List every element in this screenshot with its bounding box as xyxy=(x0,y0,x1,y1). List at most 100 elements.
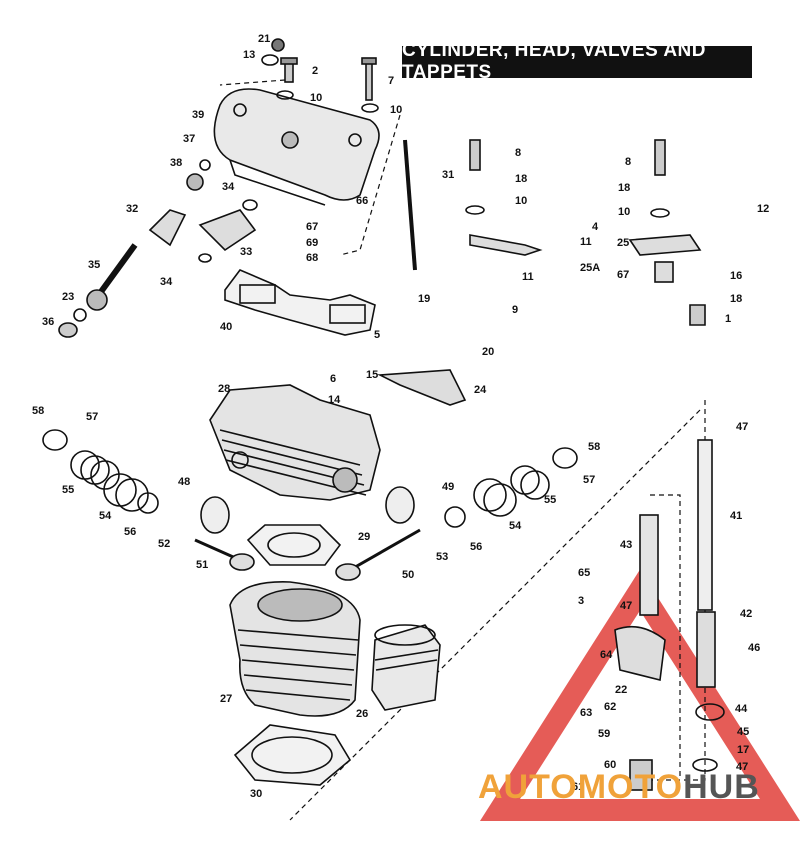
part-label: 69 xyxy=(306,237,318,249)
tappet-guide xyxy=(614,439,725,791)
part-label: 10 xyxy=(618,206,630,218)
part-label: 42 xyxy=(740,608,752,620)
part-label: 30 xyxy=(250,788,262,800)
part-label: 10 xyxy=(310,92,322,104)
part-labels: 2113271010393738343233353423366769686631… xyxy=(32,33,769,800)
part-label: 10 xyxy=(390,104,402,116)
watermark: AUTOMOTOHUB xyxy=(478,768,798,808)
part-label: 15 xyxy=(366,369,378,381)
part-label: 3 xyxy=(578,595,584,607)
part-label: 32 xyxy=(126,203,138,215)
part-label: 24 xyxy=(474,384,487,396)
part-label: 53 xyxy=(436,551,448,563)
part-label: 19 xyxy=(418,293,430,305)
part-label: 23 xyxy=(62,291,74,303)
piston xyxy=(371,624,441,711)
part-label: 22 xyxy=(615,684,627,696)
part-label: 10 xyxy=(515,195,527,207)
part-label: 11 xyxy=(522,271,534,283)
valve xyxy=(194,528,421,581)
part-label: 67 xyxy=(306,221,318,233)
part-label: 40 xyxy=(220,321,232,333)
part-label: 28 xyxy=(218,383,230,395)
part-label: 11 xyxy=(580,236,592,248)
part-label: 14 xyxy=(328,394,341,406)
part-label: 8 xyxy=(625,156,631,168)
part-label: 18 xyxy=(618,182,630,194)
part-label: 27 xyxy=(220,693,232,705)
part-label: 16 xyxy=(730,270,742,282)
base-gasket xyxy=(233,724,352,786)
part-label: 68 xyxy=(306,252,318,264)
part-label: 49 xyxy=(442,481,454,493)
part-label: 47 xyxy=(620,600,632,612)
part-label: 9 xyxy=(512,304,518,316)
rocker-arm xyxy=(148,159,258,263)
part-label: 13 xyxy=(243,49,255,61)
part-label: 20 xyxy=(482,346,494,358)
part-label: 59 xyxy=(598,728,610,740)
part-label: 52 xyxy=(158,538,170,550)
part-label: 4 xyxy=(592,221,599,233)
part-label: 57 xyxy=(583,474,595,486)
part-label: 55 xyxy=(544,494,556,506)
part-label: 6 xyxy=(330,373,336,385)
part-label: 18 xyxy=(730,293,742,305)
part-label: 5 xyxy=(374,329,380,341)
part-label: 34 xyxy=(222,181,235,193)
part-label: 66 xyxy=(356,195,368,207)
part-label: 29 xyxy=(358,531,370,543)
part-label: 62 xyxy=(604,701,616,713)
cylinder xyxy=(229,581,361,717)
part-label: 31 xyxy=(442,169,454,181)
part-label: 55 xyxy=(62,484,74,496)
push-rod xyxy=(403,139,417,271)
rocker-cover xyxy=(213,88,380,206)
part-label: 43 xyxy=(620,539,632,551)
valve-spring xyxy=(70,450,550,517)
part-label: 33 xyxy=(240,246,252,258)
part-label: 57 xyxy=(86,411,98,423)
part-label: 37 xyxy=(183,133,195,145)
part-label: 44 xyxy=(735,703,748,715)
part-label: 21 xyxy=(258,33,270,45)
part-label: 63 xyxy=(580,707,592,719)
diagram-title: CYLINDER, HEAD, VALVES AND TAPPETS xyxy=(402,40,752,83)
part-label: 17 xyxy=(737,744,749,756)
part-label: 58 xyxy=(32,405,44,417)
part-label: 8 xyxy=(515,147,521,159)
part-label: 46 xyxy=(748,642,760,654)
part-label: 54 xyxy=(99,510,112,522)
part-label: 50 xyxy=(402,569,414,581)
part-label: 38 xyxy=(170,157,182,169)
part-label: 60 xyxy=(604,759,616,771)
part-label: 7 xyxy=(388,75,394,87)
part-label: 18 xyxy=(515,173,527,185)
part-label: 34 xyxy=(160,276,173,288)
part-label: 48 xyxy=(178,476,190,488)
part-label: 39 xyxy=(192,109,204,121)
head-gasket xyxy=(246,524,342,566)
part-label: 65 xyxy=(578,567,590,579)
part-label: 1 xyxy=(725,313,731,325)
part-label: 61 xyxy=(572,781,584,793)
part-label: 56 xyxy=(470,541,482,553)
bolt xyxy=(261,38,379,113)
part-label: 58 xyxy=(588,441,600,453)
part-label: 25A xyxy=(580,262,600,274)
watermark-hub: HUB xyxy=(683,768,760,806)
part-label: 54 xyxy=(509,520,522,532)
part-label: 45 xyxy=(737,726,749,738)
part-label: 26 xyxy=(356,708,368,720)
part-label: 51 xyxy=(196,559,208,571)
part-label: 25 xyxy=(617,237,629,249)
watermark-auto: AUTO xyxy=(478,768,578,806)
tappet-bracket xyxy=(465,139,706,326)
bracket xyxy=(377,369,467,406)
part-label: 12 xyxy=(757,203,769,215)
part-label: 64 xyxy=(600,649,613,661)
cylinder-head xyxy=(209,384,381,501)
part-label: 56 xyxy=(124,526,136,538)
